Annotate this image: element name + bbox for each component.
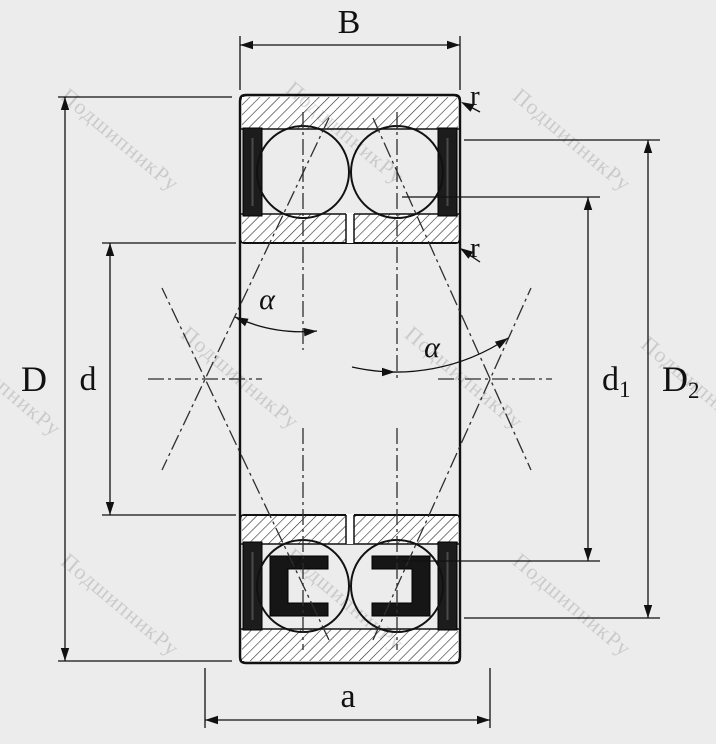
dim-alpha-right: α <box>351 331 511 377</box>
arrowhead <box>583 197 593 210</box>
arrowhead <box>643 140 653 153</box>
dim-d: d <box>80 242 236 516</box>
arrowhead <box>60 648 70 661</box>
label-r-inner: r <box>470 232 480 264</box>
top-block <box>239 94 461 244</box>
contact-line-top-left <box>161 117 330 471</box>
arrowhead <box>477 715 490 725</box>
arrowhead <box>205 715 218 725</box>
label-D2: D2 <box>662 359 700 403</box>
label-alpha-right: α <box>424 331 441 364</box>
dim-alpha-left: α <box>233 283 318 337</box>
construction-lines <box>148 112 552 650</box>
dimensions: B r r D d <box>21 4 700 728</box>
inner-ring-split-bottom <box>346 514 354 544</box>
arrowhead <box>447 40 460 50</box>
dim-r-inner: r <box>457 232 481 264</box>
label-alpha-left: α <box>259 283 276 316</box>
outer-ring-hatch-top <box>242 97 458 129</box>
inner-ring-split-top <box>346 213 354 243</box>
dim-B: B <box>239 4 461 90</box>
dim-d1: d1 <box>402 196 631 562</box>
arrowhead <box>240 40 253 50</box>
label-r-outer: r <box>470 80 480 112</box>
contact-line-bottom-right <box>372 287 532 641</box>
dim-r-outer: r <box>459 80 481 113</box>
angle-arc <box>351 337 509 373</box>
label-D: D <box>21 359 47 399</box>
dim-a: a <box>204 668 491 728</box>
label-a: a <box>340 678 355 715</box>
arrowhead <box>303 326 318 337</box>
arrowhead <box>105 502 115 515</box>
label-d: d <box>80 361 97 398</box>
dim-D2: D2 <box>464 139 700 619</box>
arrowhead <box>105 243 115 256</box>
label-B: B <box>338 4 361 41</box>
arrowhead <box>60 97 70 110</box>
seal-profile-bottom-right <box>371 555 431 617</box>
contact-line-top-right <box>372 117 532 471</box>
seal-profile-bottom-left <box>269 555 329 617</box>
arrowhead <box>494 334 511 349</box>
arrowhead <box>583 548 593 561</box>
arrowhead <box>382 367 395 377</box>
arrowhead <box>643 605 653 618</box>
label-d1: d1 <box>602 361 631 402</box>
dim-D: D <box>21 96 232 662</box>
contact-line-bottom-left <box>161 287 330 641</box>
bottom-block <box>239 514 461 664</box>
outer-ring-hatch-bottom <box>242 629 458 661</box>
bearing-body <box>238 93 462 665</box>
